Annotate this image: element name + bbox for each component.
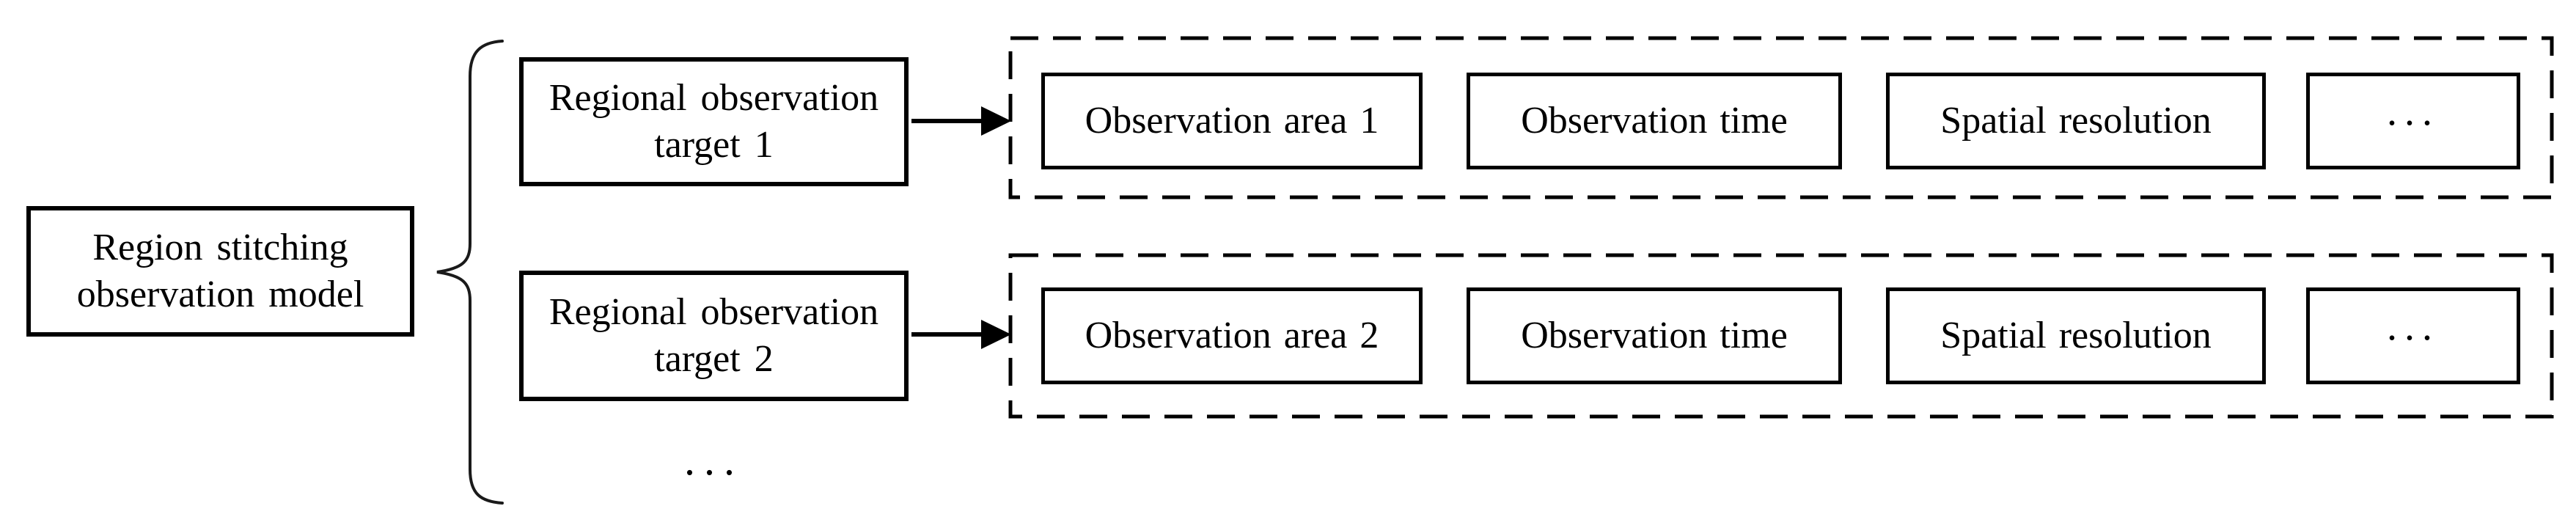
arrow-target2-to-group2 bbox=[911, 320, 1011, 349]
attribute-box-observation-area-1: Observation area 1 bbox=[1041, 73, 1423, 169]
regional-target-1-box: Regional observation target 1 bbox=[519, 57, 909, 186]
region-stitching-model-line1: Region stitching bbox=[92, 227, 348, 268]
region-stitching-model-box: Region stitching observation model bbox=[26, 206, 414, 337]
attribute-box-observation-area-2: Observation area 2 bbox=[1041, 287, 1423, 384]
regional-target-2-line2: target 2 bbox=[654, 338, 774, 380]
regional-target-1-line2: target 1 bbox=[654, 124, 774, 166]
attribute-box-spatial-resolution-1: Spatial resolution bbox=[1886, 73, 2266, 169]
attribute-box-ellipsis-1: ... bbox=[2306, 73, 2520, 169]
curly-brace bbox=[436, 40, 504, 505]
attribute-group-1-outline bbox=[1008, 36, 2554, 199]
regional-target-2-line1: Regional observation bbox=[548, 291, 879, 333]
arrow-target1-to-group1 bbox=[911, 106, 1011, 136]
attribute-box-spatial-resolution-2: Spatial resolution bbox=[1886, 287, 2266, 384]
more-targets-ellipsis: ... bbox=[684, 435, 744, 484]
region-stitching-model-line2: observation model bbox=[76, 274, 364, 315]
regional-target-1-line1: Regional observation bbox=[548, 77, 879, 119]
attribute-box-ellipsis-2: ... bbox=[2306, 287, 2520, 384]
attribute-box-observation-time-1: Observation time bbox=[1467, 73, 1842, 169]
attribute-group-2-outline bbox=[1008, 253, 2554, 419]
regional-target-2-box: Regional observation target 2 bbox=[519, 271, 909, 401]
attribute-box-observation-time-2: Observation time bbox=[1467, 287, 1842, 384]
